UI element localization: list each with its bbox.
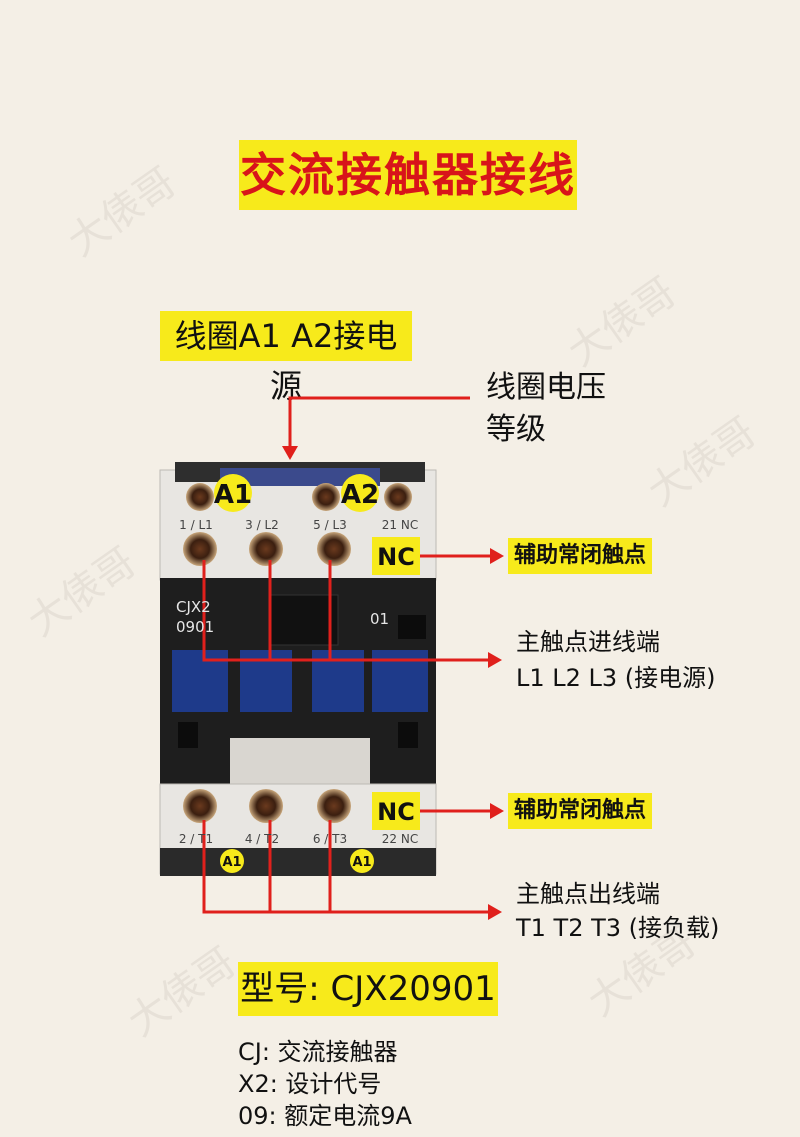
device-side-code: 01: [370, 610, 389, 628]
arrowhead-main-in: [488, 652, 502, 668]
terminal-label-top-3: 5 / L3: [313, 518, 347, 532]
coil-screw-a2: [384, 483, 412, 511]
aux-nc-top-label: 辅助常闭触点: [508, 538, 653, 574]
a2-badge: [341, 474, 379, 512]
terminal-label-bottom-2: 4 / T2: [245, 832, 279, 846]
arrowhead-main-out: [488, 904, 502, 920]
coil-cap: [220, 468, 380, 486]
arrowhead-nc-top: [490, 548, 504, 564]
bottom-base: [160, 848, 436, 876]
coil-voltage-note-line2: 等级: [486, 412, 546, 447]
nc-badge-top: [372, 537, 420, 575]
device-model-line1: CJX2: [176, 598, 211, 616]
legend-item: 09: 额定电流9A: [238, 1102, 412, 1130]
legend-item: X2: 设计代号: [238, 1070, 382, 1098]
main-in-label-line1: 主触点进线端: [516, 628, 660, 656]
terminal-label-bottom-1: 2 / T1: [179, 832, 213, 846]
page-title: 交流接触器接线: [239, 140, 577, 210]
terminal-label-top-2: 3 / L2: [245, 518, 279, 532]
terminal-screw-t3: [317, 789, 351, 823]
nc-badge-bottom: [372, 792, 420, 830]
legend-item: CJ: 交流接触器: [238, 1038, 398, 1066]
terminal-screw-l3: [317, 532, 351, 566]
terminal-label-bottom-4: 22 NC: [382, 832, 418, 846]
small-a1-label-right: A1: [352, 855, 371, 870]
main-out-label-line2: T1 T2 T3 (接负载): [516, 914, 720, 942]
coil-voltage-note-line1: 线圈电压: [486, 370, 606, 405]
lower-slot-right: [398, 722, 418, 748]
side-slot: [398, 615, 426, 639]
main-out-label-line1: 主触点出线端: [516, 880, 660, 908]
main-in-label-line2: L1 L2 L3 (接电源): [516, 664, 716, 692]
a1-badge: [214, 474, 252, 512]
voltage-arrow: [288, 396, 470, 448]
a1-label: A1: [214, 480, 252, 510]
terminal-label-top-1: 1 / L1: [179, 518, 213, 532]
coil-label: 线圈A1 A2接电源: [160, 311, 412, 405]
small-a1-badge-right: [350, 849, 374, 873]
small-a1-label-left: A1: [222, 855, 241, 870]
terminal-screw-t2: [249, 789, 283, 823]
coil-screw-a1: [186, 483, 214, 511]
nc-label-bottom: NC: [377, 798, 415, 826]
terminal-screw-t1: [183, 789, 217, 823]
terminal-screw-l1: [183, 532, 217, 566]
coil-screw: [312, 483, 340, 511]
nc-label-top: NC: [377, 543, 415, 571]
model-label: 型号: CJX20901: [238, 962, 498, 1016]
arrowhead-nc-bottom: [490, 803, 504, 819]
lower-slot-left: [178, 722, 198, 748]
terminal-label-bottom-3: 6 / T3: [313, 832, 347, 846]
device-model-line2: 0901: [176, 618, 214, 636]
mechanism-cover: [230, 738, 370, 784]
terminal-label-top-4: 21 NC: [382, 518, 418, 532]
small-a1-badge-left: [220, 849, 244, 873]
aux-nc-bottom-label: 辅助常闭触点: [508, 793, 653, 829]
wire-in-l1: [202, 560, 490, 662]
a2-label: A2: [341, 480, 379, 510]
voltage-arrowhead: [282, 446, 298, 460]
wire-out-t1: [202, 820, 490, 914]
terminal-screw-l2: [249, 532, 283, 566]
center-slot: [269, 594, 339, 646]
